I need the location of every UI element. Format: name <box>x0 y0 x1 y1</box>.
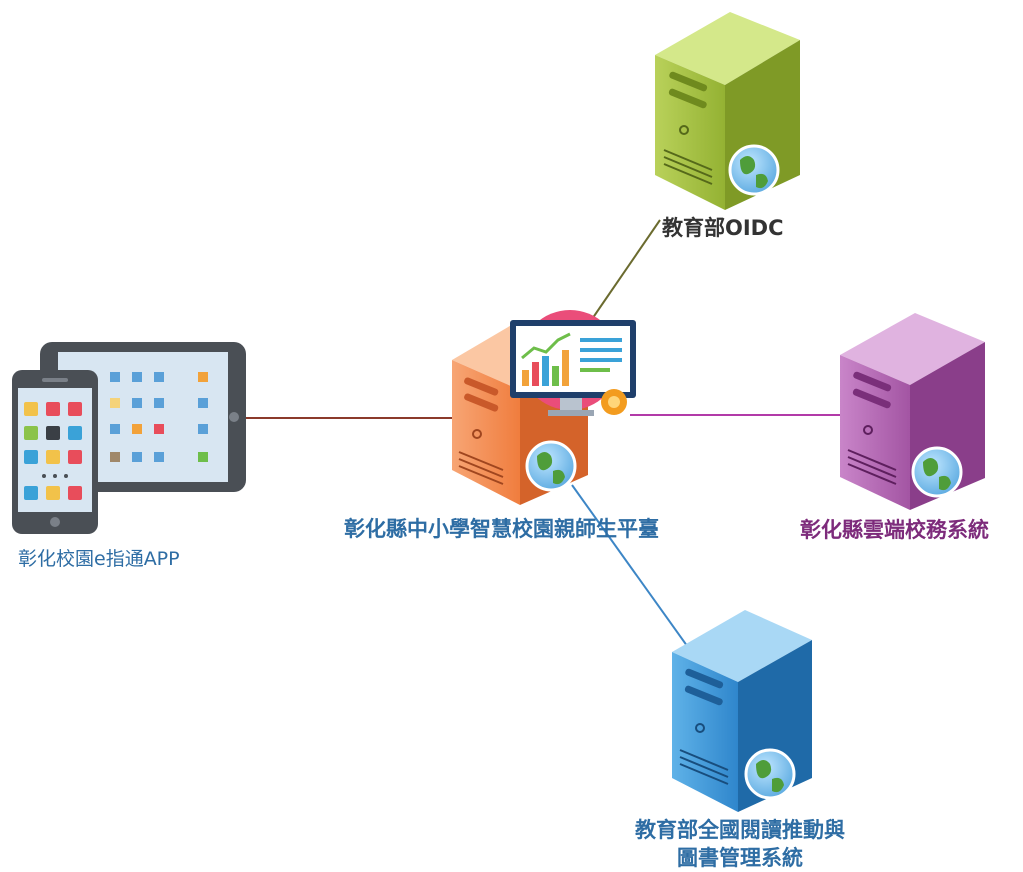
app-label: 彰化校園e指通APP <box>18 548 180 570</box>
center-platform-label: 彰化縣中小學智慧校園親師生平臺 <box>344 517 659 541</box>
connection-center-reading <box>571 484 691 651</box>
oidc-server-icon <box>655 12 800 210</box>
reading-system-label-line1: 教育部全國閱讀推動與 <box>635 818 845 842</box>
reading-system-label-line2: 圖書管理系統 <box>677 846 803 870</box>
connection-center-oidc <box>589 219 661 323</box>
tablet-phone-icon <box>12 342 246 534</box>
center-server-icon <box>452 320 588 505</box>
cloud-system-label: 彰化縣雲端校務系統 <box>800 518 989 542</box>
reading-server-icon <box>672 610 812 812</box>
reading-system-label: 教育部全國閱讀推動與 圖書管理系統 <box>600 816 880 872</box>
oidc-label: 教育部OIDC <box>662 216 784 240</box>
dashboard-monitor-icon <box>510 310 636 416</box>
cloud-server-icon <box>840 313 985 510</box>
